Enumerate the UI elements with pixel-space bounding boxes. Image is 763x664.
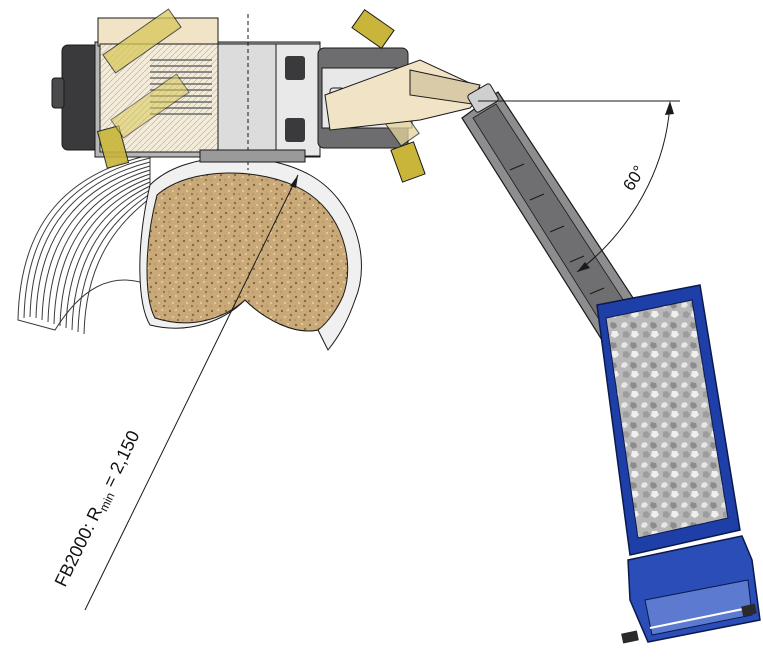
angle-arrowhead-top <box>665 101 674 115</box>
angle-arc <box>576 103 671 273</box>
dump-truck <box>596 284 761 644</box>
radius-label: FB2000: Rmin = 2,150 <box>51 427 147 591</box>
angle-arrowhead-bottom <box>577 262 590 272</box>
radius-label-suffix: = 2,150 <box>97 427 144 495</box>
cut-asphalt-arcs <box>17 154 151 335</box>
radius-line <box>84 174 299 611</box>
radius-label-prefix: FB2000: R <box>51 504 107 590</box>
engine-grille <box>150 59 212 115</box>
milled-area <box>139 156 362 351</box>
angle-label: 60° <box>619 162 649 194</box>
radius-arrowhead <box>290 175 298 188</box>
